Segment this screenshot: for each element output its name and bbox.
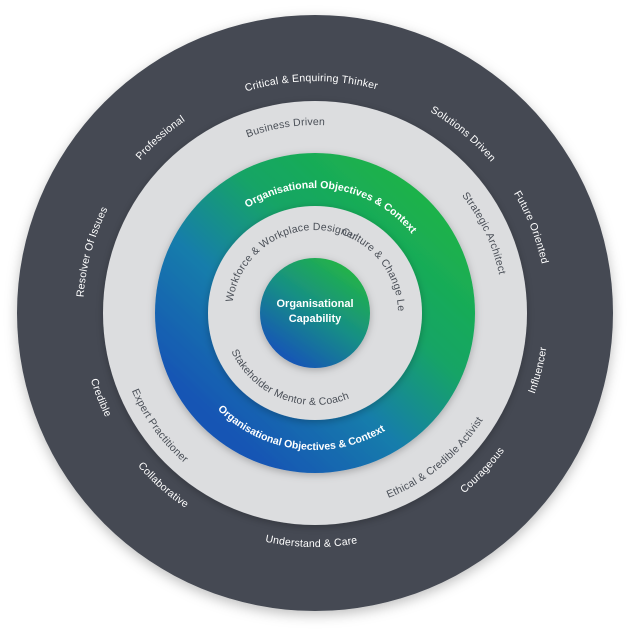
core-label-line1: Organisational: [276, 298, 353, 310]
core-circle: [260, 258, 370, 368]
core-label-line2: Capability: [289, 313, 342, 325]
